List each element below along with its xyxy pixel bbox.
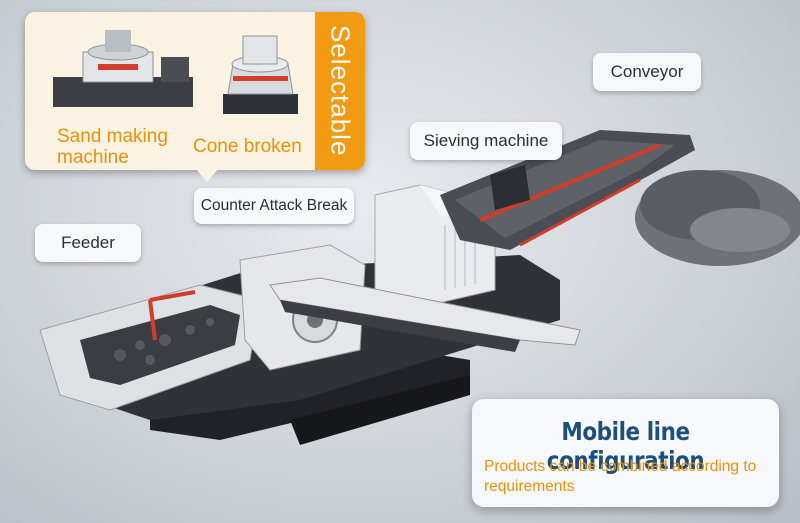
sand-making-machine-image <box>53 30 193 107</box>
counter-attack-break-label: Counter Attack Break <box>194 188 354 224</box>
info-title: Mobile line configuration <box>546 417 705 475</box>
selectable-tab: Selectable <box>315 12 365 170</box>
info-description: Products can be combined according to re… <box>484 458 757 495</box>
conveyor-label: Conveyor <box>593 53 701 91</box>
sand-making-machine-option[interactable]: Sand making machine <box>57 126 168 168</box>
selectable-options-panel: Sand making machine Cone broken Selectab… <box>25 12 365 170</box>
cone-crusher-image <box>223 35 298 114</box>
sieving-machine-and-conveyor <box>440 130 695 250</box>
sieving-machine-label: Sieving machine <box>410 122 562 160</box>
cone-broken-option[interactable]: Cone broken <box>193 136 302 157</box>
selectable-tab-label: Selectable <box>325 25 356 157</box>
main-belt-conveyor <box>269 277 581 352</box>
feeder-label: Feeder <box>35 224 141 262</box>
feeder-hopper <box>39 284 261 411</box>
selectable-panel-pointer <box>195 168 219 182</box>
mobile-line-info-card: Mobile line configuration Products can b… <box>472 399 779 507</box>
gravel-pile <box>635 170 800 266</box>
